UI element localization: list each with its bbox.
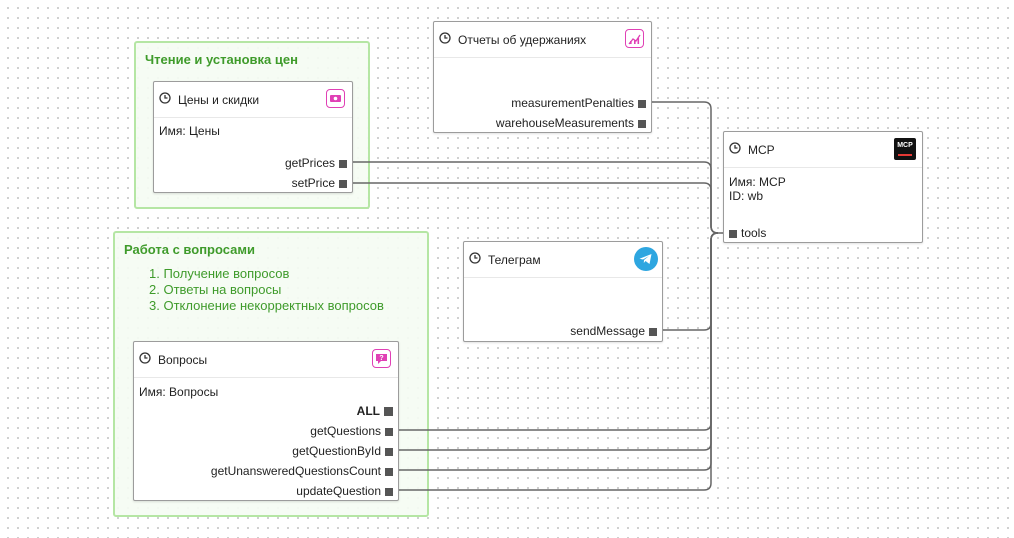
port-handle[interactable]: [385, 488, 393, 496]
node-prices[interactable]: Цены и скидки Имя: Цены getPrices setPri…: [153, 81, 353, 193]
clock-icon: [469, 252, 481, 264]
node-title: Телеграм: [488, 253, 541, 267]
port-handle[interactable]: [385, 448, 393, 456]
clock-icon: [139, 352, 151, 364]
group-list-item: 3. Отклонение некорректных вопросов: [149, 298, 384, 313]
node-header: Вопросы ?: [134, 342, 398, 378]
question-chat-icon: ?: [372, 349, 391, 368]
port-label: measurementPenalties: [511, 96, 634, 110]
telegram-icon: [634, 247, 658, 271]
port-label: getUnansweredQuestionsCount: [210, 464, 381, 478]
node-telegram[interactable]: Телеграм sendMessage: [463, 241, 663, 342]
port-tools[interactable]: tools: [729, 226, 766, 240]
port-getQuestions[interactable]: getQuestions: [310, 424, 393, 438]
port-handle[interactable]: [729, 230, 737, 238]
node-title: Отчеты об удержаниях: [458, 33, 587, 47]
group-list-item: 1. Получение вопросов: [149, 266, 290, 281]
node-name: Имя: Вопросы: [139, 385, 219, 399]
port-measurementPenalties[interactable]: measurementPenalties: [511, 96, 646, 110]
node-title: Цены и скидки: [178, 93, 260, 107]
port-label: tools: [741, 226, 767, 240]
wire-setPrice: [349, 182, 719, 234]
port-handle[interactable]: [339, 180, 347, 188]
node-title: Вопросы: [158, 353, 208, 367]
mcp-logo-text: MCP: [897, 142, 913, 149]
port-label: updateQuestion: [296, 484, 381, 498]
port-label: getPrices: [284, 156, 335, 170]
port-label: setPrice: [291, 176, 335, 190]
port-handle[interactable]: [339, 160, 347, 168]
port-handle[interactable]: [638, 100, 646, 108]
node-questions[interactable]: Вопросы ? Имя: Вопросы ALL getQuestions …: [133, 341, 399, 501]
node-reports[interactable]: Отчеты об удержаниях measurementPenaltie…: [433, 21, 652, 133]
port-setPrice[interactable]: setPrice: [292, 176, 347, 190]
port-getUnansweredQuestionsCount[interactable]: getUnansweredQuestionsCount: [211, 464, 393, 478]
node-header: Отчеты об удержаниях: [434, 22, 651, 58]
port-handle[interactable]: [638, 120, 646, 128]
group-prices-title: Чтение и установка цен: [145, 52, 298, 67]
group-list-item: 2. Ответы на вопросы: [149, 282, 282, 297]
port-sendMessage[interactable]: sendMessage: [570, 324, 657, 338]
group-questions-list: 1. Получение вопросов 2. Ответы на вопро…: [149, 266, 384, 314]
money-icon: [326, 89, 345, 108]
node-header: Телеграм: [464, 242, 662, 278]
node-title: MCP: [748, 143, 775, 157]
node-name: Имя: MCP: [729, 175, 786, 189]
node-header: Цены и скидки: [154, 82, 352, 118]
node-header: MCP MCP: [724, 132, 922, 168]
port-label: getQuestions: [310, 424, 381, 438]
wire-sendMessage: [660, 232, 719, 331]
wire-getPrices: [349, 161, 719, 234]
port-label: sendMessage: [570, 324, 645, 338]
clock-icon: [159, 92, 171, 104]
port-label: ALL: [356, 404, 380, 418]
port-getQuestionById[interactable]: getQuestionById: [292, 444, 393, 458]
clock-icon: [439, 32, 451, 44]
svg-text:?: ?: [379, 355, 383, 362]
node-mcp[interactable]: MCP MCP Имя: MCP ID: wb tools: [723, 131, 923, 243]
port-handle[interactable]: [649, 328, 657, 336]
port-handle[interactable]: [384, 407, 393, 416]
port-label: warehouseMeasurements: [495, 116, 634, 130]
port-handle[interactable]: [385, 428, 393, 436]
wire-measurementPenalties: [648, 101, 728, 234]
port-getPrices[interactable]: getPrices: [285, 156, 347, 170]
node-id: ID: wb: [729, 189, 764, 203]
port-all[interactable]: ALL: [357, 404, 393, 418]
port-label: getQuestionById: [292, 444, 381, 458]
group-questions-title: Работа с вопросами: [124, 242, 255, 257]
port-warehouseMeasurements[interactable]: warehouseMeasurements: [496, 116, 646, 130]
node-name: Имя: Цены: [159, 124, 220, 138]
port-updateQuestion[interactable]: updateQuestion: [296, 484, 393, 498]
chart-icon: [625, 29, 644, 48]
mcp-logo-icon: MCP: [894, 138, 916, 160]
port-handle[interactable]: [385, 468, 393, 476]
clock-icon: [729, 142, 741, 154]
